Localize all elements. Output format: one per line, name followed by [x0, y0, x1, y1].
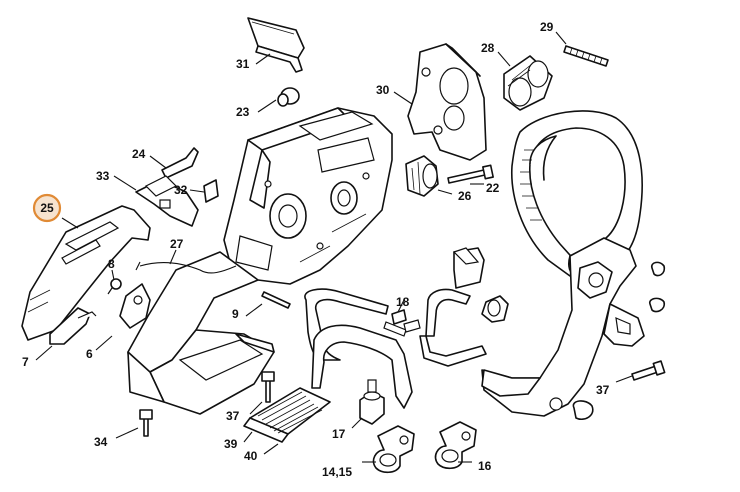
part-7-lock-lever	[49, 307, 97, 345]
callout-37-left[interactable]: 37	[226, 409, 240, 423]
small-cap-part	[452, 247, 509, 323]
callout-31[interactable]: 31	[236, 57, 250, 71]
rear-handle	[481, 110, 666, 421]
part-17-valve	[359, 379, 385, 425]
leader-lines	[35, 31, 633, 463]
part-30-plate	[407, 43, 487, 161]
callout-25-highlight[interactable]	[32, 193, 62, 223]
callout-39[interactable]: 39	[224, 437, 238, 451]
callout-24[interactable]: 24	[132, 147, 146, 161]
part-29-spring	[563, 45, 609, 67]
callout-29[interactable]: 29	[540, 20, 554, 34]
part-14-15-clamp	[372, 425, 415, 474]
part-6-trigger	[119, 283, 151, 329]
callout-28[interactable]: 28	[481, 41, 495, 55]
callout-6[interactable]: 6	[86, 347, 93, 361]
callout-34[interactable]: 34	[94, 435, 108, 449]
callout-40[interactable]: 40	[244, 449, 258, 463]
callout-8[interactable]: 8	[108, 257, 115, 271]
callout-14-15[interactable]: 14,15	[322, 465, 352, 479]
part-16-clamp	[434, 421, 477, 470]
part-39-40-plates	[243, 387, 331, 443]
callout-16[interactable]: 16	[478, 459, 492, 473]
part-25-guard	[21, 205, 151, 341]
callout-18[interactable]: 18	[396, 295, 410, 309]
part-26-buffer	[405, 155, 439, 197]
callout-22[interactable]: 22	[486, 181, 500, 195]
callout-25[interactable]: 25	[40, 201, 54, 215]
part-31-cover	[247, 17, 305, 73]
callout-27[interactable]: 27	[170, 237, 184, 251]
callout-23[interactable]: 23	[236, 105, 250, 119]
callout-32[interactable]: 32	[174, 183, 188, 197]
part-8-pin	[107, 278, 122, 295]
part-37-screw-right	[631, 360, 666, 381]
part-33-brake-block	[135, 175, 199, 227]
part-27-wire	[135, 261, 237, 274]
part-34-screw	[139, 409, 153, 437]
callout-17[interactable]: 17	[332, 427, 346, 441]
part-9-rod	[261, 291, 291, 309]
part-28-boot	[503, 55, 553, 111]
part-37-screw-left	[261, 371, 275, 403]
callout-9[interactable]: 9	[232, 307, 239, 321]
part-24-lever	[161, 147, 199, 179]
part-23-knob	[277, 87, 300, 107]
part-32-clip	[203, 179, 219, 203]
callouts: 25 31 23 30 28 29 22 26 24 33 32 27 8 7 …	[22, 20, 610, 479]
callout-37-right[interactable]: 37	[596, 383, 610, 397]
part-22-screw	[447, 164, 494, 184]
main-housing	[127, 107, 393, 415]
callout-33[interactable]: 33	[96, 169, 110, 183]
fuel-hoses	[304, 288, 487, 409]
callout-7[interactable]: 7	[22, 355, 29, 369]
part-18-fitting	[391, 309, 407, 325]
callout-30[interactable]: 30	[376, 83, 390, 97]
callout-26[interactable]: 26	[458, 189, 472, 203]
